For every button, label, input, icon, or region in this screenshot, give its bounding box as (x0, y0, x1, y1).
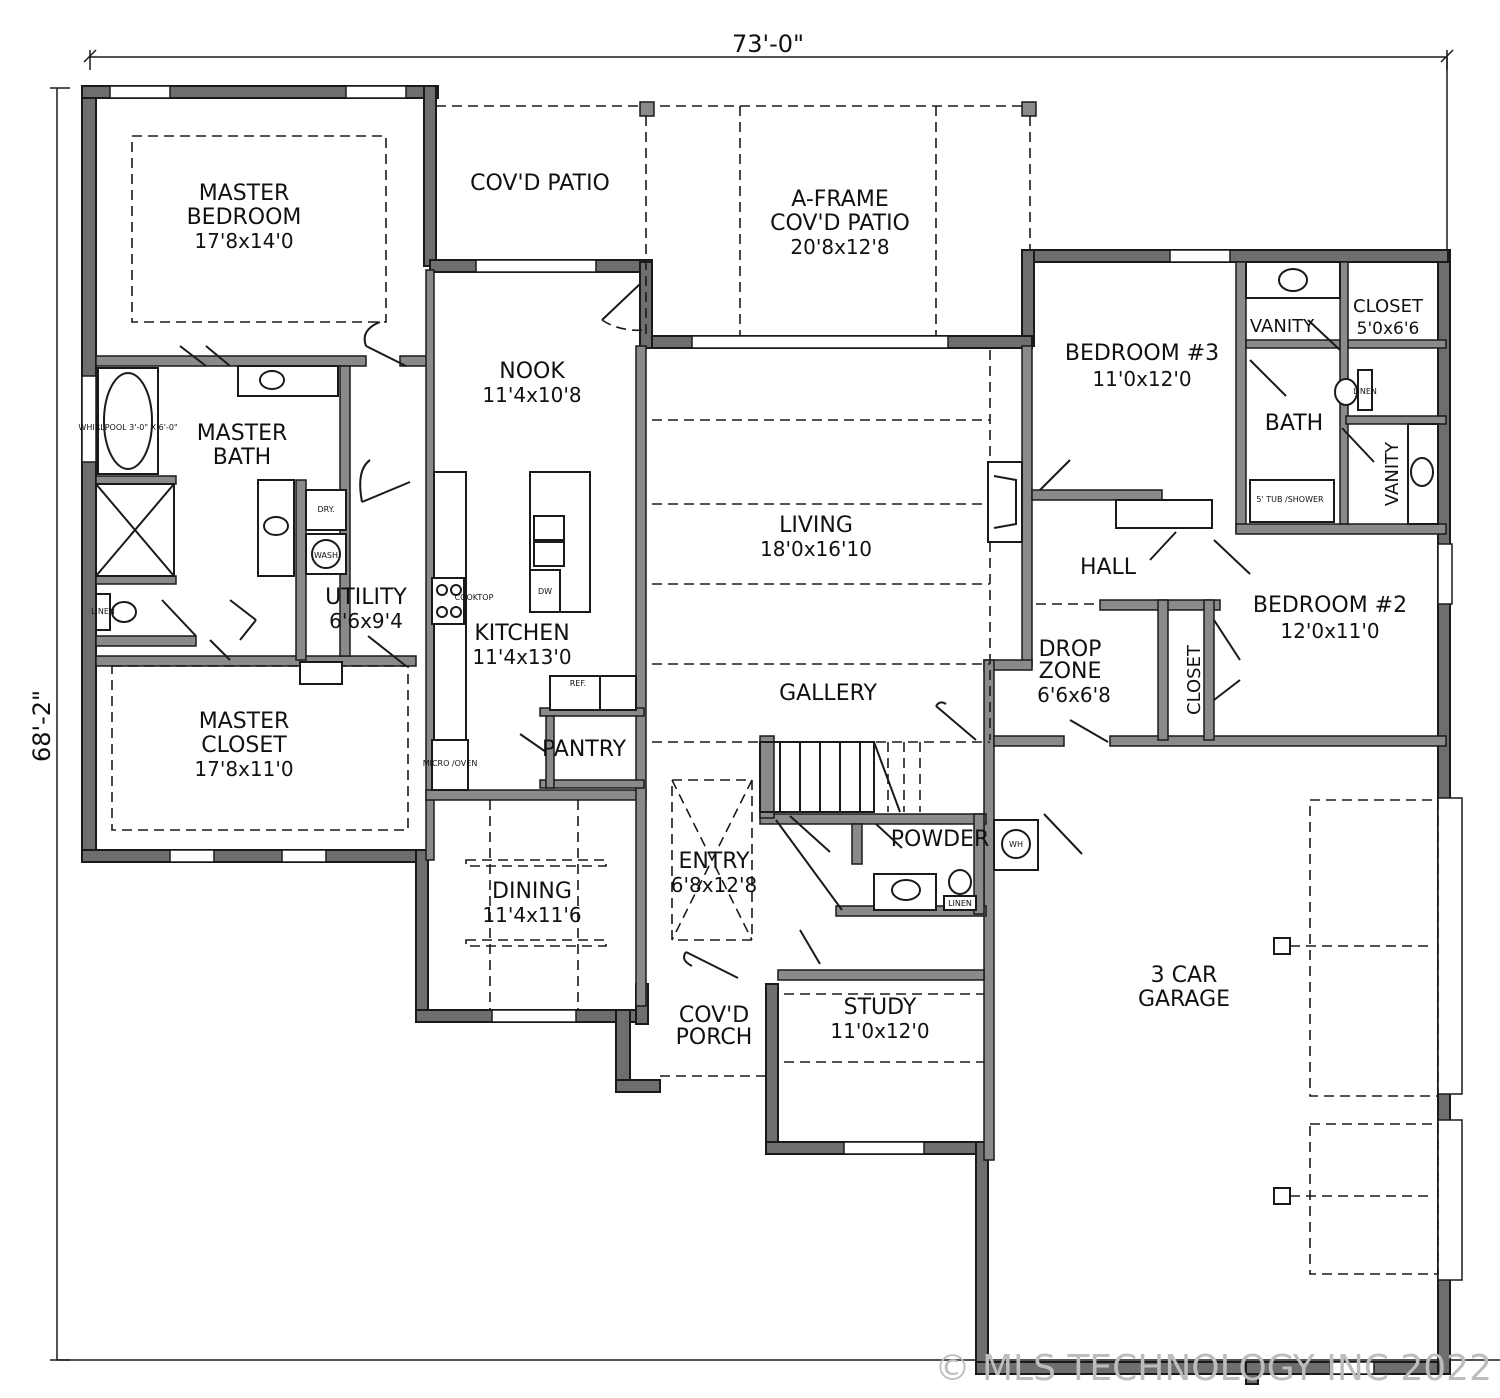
master-closet-label-2: CLOSET (201, 733, 287, 758)
utility-size: 6'6x9'4 (329, 609, 403, 633)
drop-zone-label-2: ZONE (1039, 659, 1102, 684)
study-size: 11'0x12'0 (830, 1019, 929, 1043)
closet-upper-size: 5'0x6'6 (1357, 319, 1420, 339)
kitchen-label: KITCHEN (474, 621, 569, 646)
pantry-label: PANTRY (542, 737, 627, 762)
closet-side-label: CLOSET (1184, 644, 1205, 715)
dining-size: 11'4x11'6 (482, 903, 581, 927)
bedroom3-label: BEDROOM #3 (1065, 341, 1219, 366)
covd-patio-label: COV'D PATIO (470, 171, 610, 196)
vanity-side-label: VANITY (1382, 441, 1403, 506)
hall-label: HALL (1080, 555, 1137, 580)
master-closet-size: 17'8x11'0 (194, 757, 293, 781)
aframe-patio-size: 20'8x12'8 (790, 235, 889, 259)
master-bedroom-label-1: MASTER (199, 181, 290, 206)
study-label: STUDY (844, 995, 917, 1020)
drop-zone-label-1: DROP (1039, 637, 1102, 662)
entry-label: ENTRY (678, 849, 750, 874)
whirlpool-label: WHIRLPOOL 3'-0" X 6'-0" (78, 423, 177, 432)
living-label: LIVING (779, 513, 853, 538)
master-bath-label-2: BATH (213, 445, 271, 470)
micro-oven-label: MICRO /OVEN (423, 759, 478, 768)
nook-size: 11'4x10'8 (482, 383, 581, 407)
bedroom2-size: 12'0x11'0 (1280, 619, 1379, 643)
master-bedroom-label-2: BEDROOM (187, 205, 302, 230)
master-bedroom-size: 17'8x14'0 (194, 229, 293, 253)
dining-label: DINING (492, 879, 572, 904)
drop-zone-size: 6'6x6'8 (1037, 683, 1111, 707)
closet-upper-label: CLOSET (1353, 296, 1424, 317)
bath-label: BATH (1265, 411, 1323, 436)
nook-label: NOOK (499, 359, 565, 384)
bedroom2-label: BEDROOM #2 (1253, 593, 1407, 618)
copyright-watermark: © MLS TECHNOLOGY INC 2022 (935, 1348, 1492, 1389)
living-size: 18'0x16'10 (760, 537, 872, 561)
powder-label: POWDER (891, 827, 989, 852)
dry-label: DRY. (317, 505, 334, 514)
tub-shower-label: 5' TUB /SHOWER (1256, 495, 1324, 504)
ref-label: REF. (570, 679, 586, 688)
aframe-patio-label-1: A-FRAME (791, 187, 889, 212)
bath-linen-label: LINEN (1353, 387, 1377, 396)
bedroom3-size: 11'0x12'0 (1092, 367, 1191, 391)
depth-dimension: 68'-2" (28, 690, 56, 762)
aframe-patio-label-2: COV'D PATIO (770, 211, 910, 236)
staircase (759, 741, 921, 813)
dimension-lines (50, 49, 1500, 1361)
utility-label: UTILITY (325, 585, 407, 610)
covd-porch-label-2: PORCH (676, 1025, 753, 1050)
garage-label-1: 3 CAR (1151, 963, 1218, 988)
width-dimension: 73'-0" (732, 30, 804, 58)
ceiling-lines (111, 135, 1439, 1275)
kitchen-size: 11'4x13'0 (472, 645, 571, 669)
water-heater-label: WH (1009, 840, 1023, 849)
patio-outlines (435, 101, 1037, 336)
doors (161, 283, 1375, 979)
garage-label-2: GARAGE (1138, 987, 1230, 1012)
linen-label: LINEN (91, 607, 115, 616)
master-closet-label-1: MASTER (199, 709, 290, 734)
vanity-upper-label: VANITY (1250, 316, 1315, 337)
windows (81, 85, 1463, 1375)
wash-label: WASH (314, 551, 338, 560)
fixtures (95, 261, 1439, 911)
master-bath-label-1: MASTER (197, 421, 288, 446)
cooktop-label: COOKTOP (455, 593, 494, 602)
covd-porch-label-1: COV'D (679, 1003, 749, 1028)
entry-size: 6'8x12'8 (671, 873, 757, 897)
gallery-label: GALLERY (779, 681, 877, 706)
dw-label: DW (538, 587, 552, 596)
powder-linen-label: LINEN (948, 899, 972, 908)
